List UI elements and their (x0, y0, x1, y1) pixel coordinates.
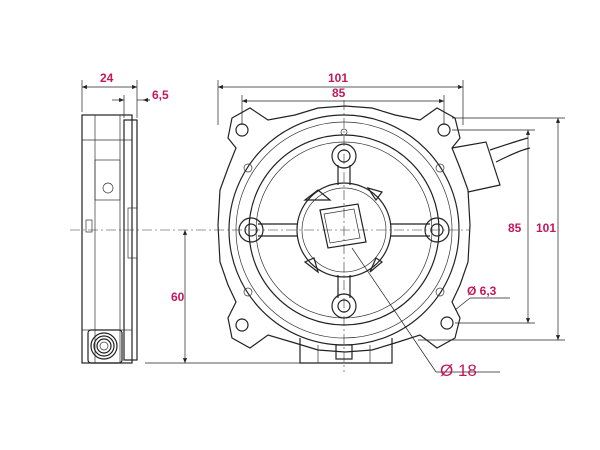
dim-bore-diameter: Ø 18 (440, 361, 477, 380)
dim-hole-diameter: Ø 6,3 (467, 284, 497, 298)
front-dimensions (145, 80, 565, 373)
dim-center-height: 60 (171, 290, 185, 304)
dim-side-width: 24 (100, 71, 114, 85)
center-lines (70, 100, 470, 372)
mount-hole-bottom-left (235, 318, 249, 332)
mount-hole-top-left (235, 123, 249, 137)
dim-side-offset: 6,5 (152, 88, 169, 102)
nut-icon (90, 332, 118, 360)
mount-hole-bottom-right (440, 316, 454, 330)
dim-hole-spacing-width: 85 (332, 86, 346, 100)
mount-hole-top-right (437, 123, 451, 137)
dim-outer-height: 101 (536, 221, 556, 235)
side-view (81, 114, 138, 364)
front-view (217, 105, 531, 364)
side-dimensions (81, 80, 150, 118)
dim-hole-spacing-height: 85 (508, 221, 522, 235)
dim-outer-width: 101 (328, 71, 348, 85)
